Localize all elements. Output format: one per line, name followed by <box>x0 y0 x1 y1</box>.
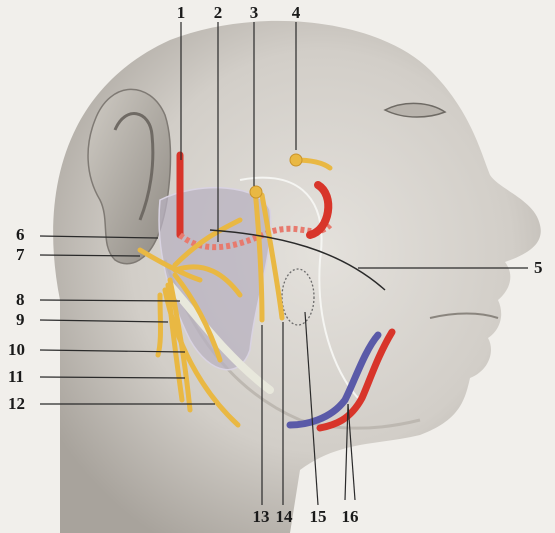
label-7: 7 <box>16 246 25 264</box>
label-16: 16 <box>342 508 359 526</box>
label-10: 10 <box>8 341 25 359</box>
label-12: 12 <box>8 395 25 413</box>
nerve-node-3 <box>250 186 262 198</box>
label-5: 5 <box>534 259 543 277</box>
label-2: 2 <box>214 4 223 22</box>
label-9: 9 <box>16 311 25 329</box>
nerve-node-4 <box>290 154 302 166</box>
label-14: 14 <box>276 508 293 526</box>
label-1: 1 <box>177 4 186 22</box>
label-15: 15 <box>310 508 327 526</box>
label-8: 8 <box>16 291 25 309</box>
label-11: 11 <box>8 368 24 386</box>
label-6: 6 <box>16 226 25 244</box>
label-3: 3 <box>250 4 259 22</box>
label-4: 4 <box>292 4 301 22</box>
label-13: 13 <box>253 508 270 526</box>
